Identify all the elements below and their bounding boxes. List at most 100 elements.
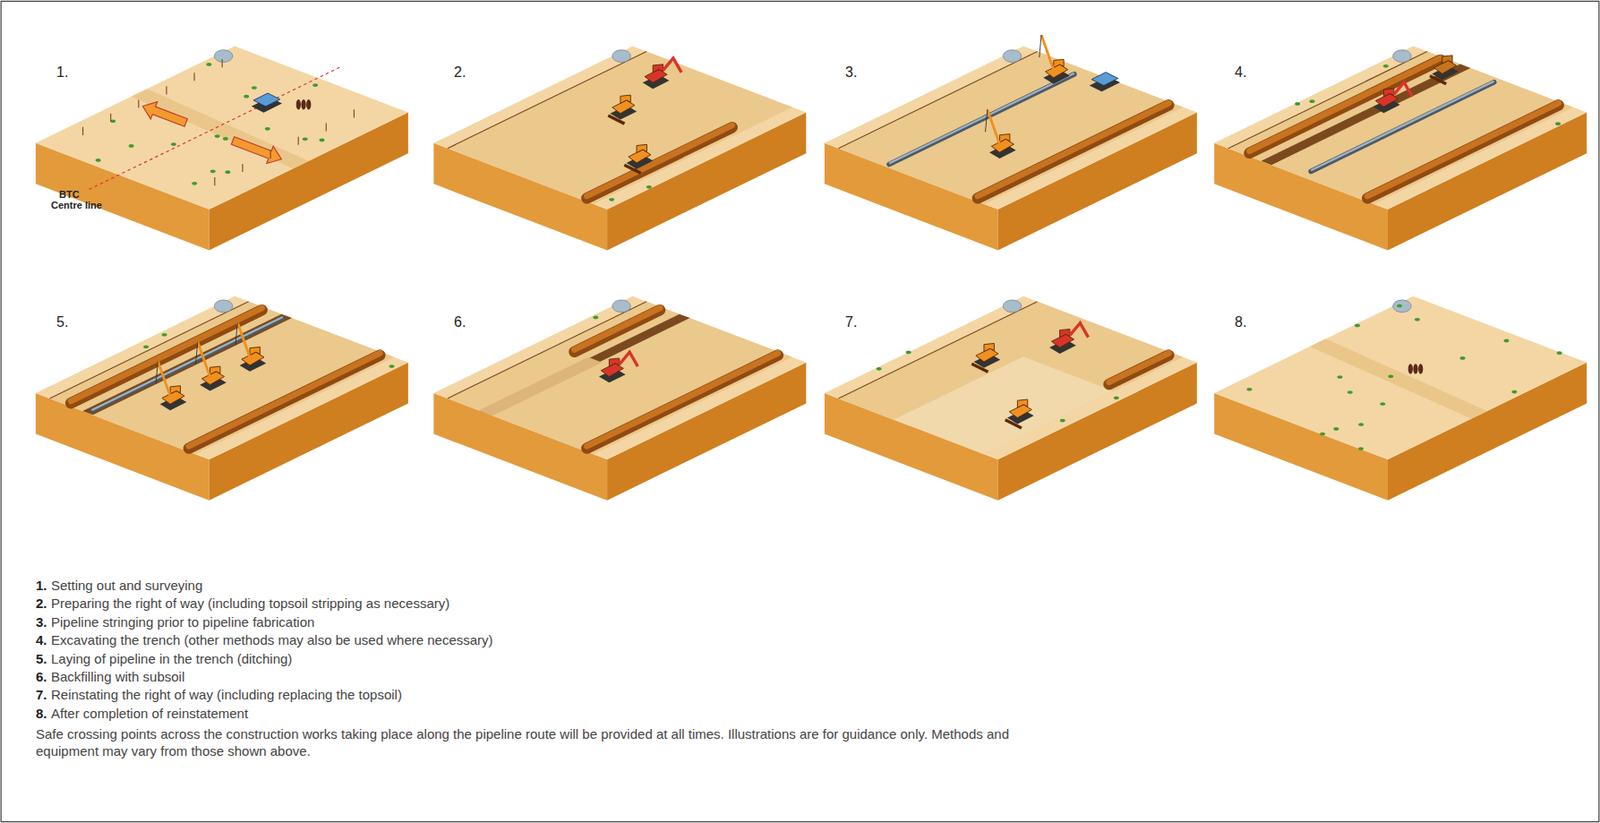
pnum: 4. xyxy=(1234,64,1247,81)
pnum: 6. xyxy=(453,314,466,331)
spoil-heap xyxy=(70,308,262,402)
band xyxy=(82,314,292,416)
survey-peg xyxy=(82,127,84,136)
ground xyxy=(35,296,409,460)
machine-cab xyxy=(170,385,180,394)
stone xyxy=(213,299,233,313)
shrub xyxy=(312,83,318,87)
band xyxy=(49,301,394,454)
crane-cable xyxy=(1039,34,1042,58)
machine-body xyxy=(644,68,668,83)
crane-boom xyxy=(197,342,211,377)
dozer-blade xyxy=(1005,419,1022,428)
machine-body xyxy=(991,138,1014,153)
survey-peg xyxy=(193,72,195,81)
stone xyxy=(1002,50,1022,63)
shrub xyxy=(1113,396,1120,401)
ground xyxy=(433,296,806,460)
shrub xyxy=(389,364,395,368)
survey-peg xyxy=(241,163,243,172)
shrub xyxy=(162,333,168,337)
track xyxy=(131,88,309,169)
pnum: 3. xyxy=(845,64,857,81)
survey-peg xyxy=(269,150,271,159)
machine-cab xyxy=(1383,88,1394,97)
person xyxy=(296,99,301,110)
truck-body xyxy=(253,93,281,107)
shrub xyxy=(1557,350,1563,355)
shrub xyxy=(1333,427,1339,431)
btc: BTC xyxy=(59,188,80,200)
shrub xyxy=(128,144,135,148)
shrub xyxy=(1347,390,1353,394)
pnum: 2. xyxy=(453,64,466,81)
shrub xyxy=(1504,339,1510,343)
machine-body xyxy=(1051,333,1074,348)
ground xyxy=(433,45,806,209)
shrub xyxy=(1396,304,1403,309)
spoil-heap xyxy=(188,352,380,446)
survey-peg xyxy=(353,109,355,118)
machine-cab xyxy=(999,134,1010,143)
survey-peg xyxy=(165,85,167,95)
shrub xyxy=(143,344,149,349)
shrub xyxy=(251,85,257,90)
shrub xyxy=(95,158,102,163)
band xyxy=(479,357,603,417)
ltext: After completion of reinstatement xyxy=(51,705,249,722)
excavator-arm xyxy=(1069,323,1089,338)
shrub xyxy=(592,316,599,320)
machine-cab xyxy=(1442,55,1453,64)
shrub xyxy=(1294,102,1301,106)
crane-cable xyxy=(155,360,158,384)
pipe xyxy=(1310,81,1494,172)
shrub xyxy=(224,170,231,174)
direction-arrow xyxy=(231,136,282,164)
shrub xyxy=(646,185,652,189)
fence-line xyxy=(447,51,647,148)
shrub xyxy=(214,134,221,138)
ground xyxy=(35,45,409,209)
machine-cab xyxy=(1060,329,1070,338)
stone xyxy=(1002,299,1022,313)
band xyxy=(447,301,793,454)
lnum: 6. xyxy=(35,668,48,685)
centre-line xyxy=(89,66,343,190)
ltext: Setting out and surveying xyxy=(51,577,203,594)
machine-cab xyxy=(636,144,647,153)
survey-peg xyxy=(137,100,139,109)
lnum: 4. xyxy=(35,632,48,649)
shrub xyxy=(265,127,271,131)
btc: Centre line xyxy=(51,199,103,211)
machine-cab xyxy=(608,358,619,367)
ltext: Backfilling with subsoil xyxy=(51,668,185,685)
shrub xyxy=(876,367,882,371)
ground xyxy=(824,296,1198,460)
crane-boom xyxy=(237,322,250,358)
dozer-blade xyxy=(607,115,625,124)
shrub xyxy=(1387,374,1394,378)
pnum: 7. xyxy=(845,314,857,331)
shrub xyxy=(1309,99,1315,103)
spoil-heap xyxy=(1367,102,1558,197)
lnum: 3. xyxy=(35,614,48,631)
shrub xyxy=(191,181,197,186)
machine-body xyxy=(201,371,224,386)
shrub xyxy=(1555,121,1561,126)
person xyxy=(306,99,311,110)
shrub xyxy=(1379,402,1386,406)
truck-body xyxy=(1091,72,1119,86)
spoil-heap xyxy=(1249,58,1441,152)
lnum: 8. xyxy=(35,705,48,722)
lnum: 2. xyxy=(35,595,48,612)
stone xyxy=(612,299,632,313)
crane-cable xyxy=(985,109,988,132)
stone xyxy=(1393,50,1412,63)
machine-body xyxy=(1434,60,1457,75)
band xyxy=(1261,63,1472,165)
shrub xyxy=(1460,356,1466,360)
crane-boom xyxy=(1041,34,1054,70)
crane-cable xyxy=(196,342,198,365)
lnum: 1. xyxy=(35,577,48,594)
crane-cable xyxy=(235,322,238,345)
